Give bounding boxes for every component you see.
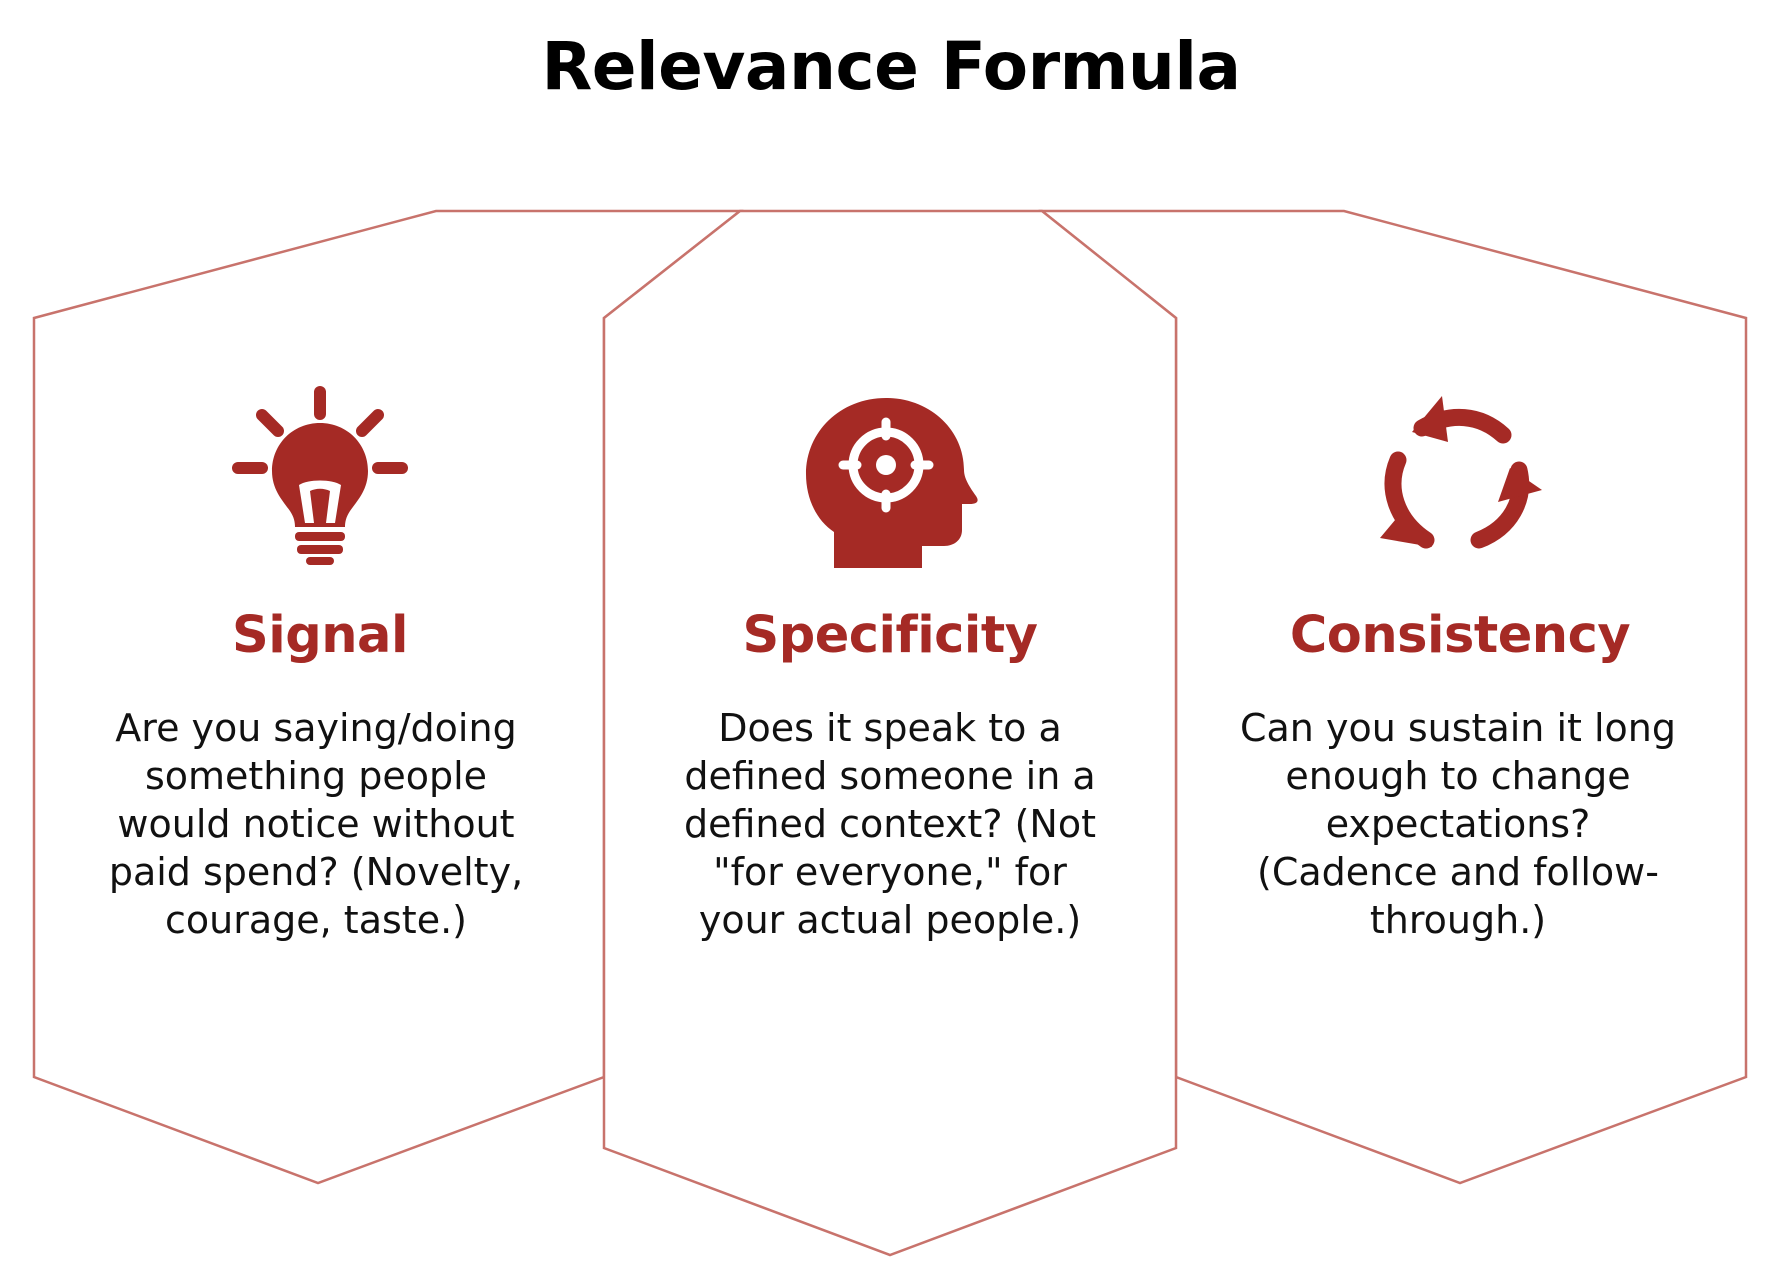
panel-heading: Specificity <box>742 606 1038 665</box>
head-target-icon <box>806 398 978 568</box>
lightbulb-icon <box>232 386 408 565</box>
page-title: Relevance Formula <box>541 28 1241 105</box>
specificity-panel-outline <box>602 209 1178 1257</box>
panel-heading: Signal <box>232 606 408 665</box>
panel-description: Does it speak to a defined someone in a … <box>684 706 1096 942</box>
panel-description: Are you saying/doing something people wo… <box>108 706 524 942</box>
cycle-arrows-icon <box>1380 396 1542 549</box>
panel-description: Can you sustain it long enough to change… <box>1239 706 1677 942</box>
panel-heading: Consistency <box>1289 606 1631 665</box>
